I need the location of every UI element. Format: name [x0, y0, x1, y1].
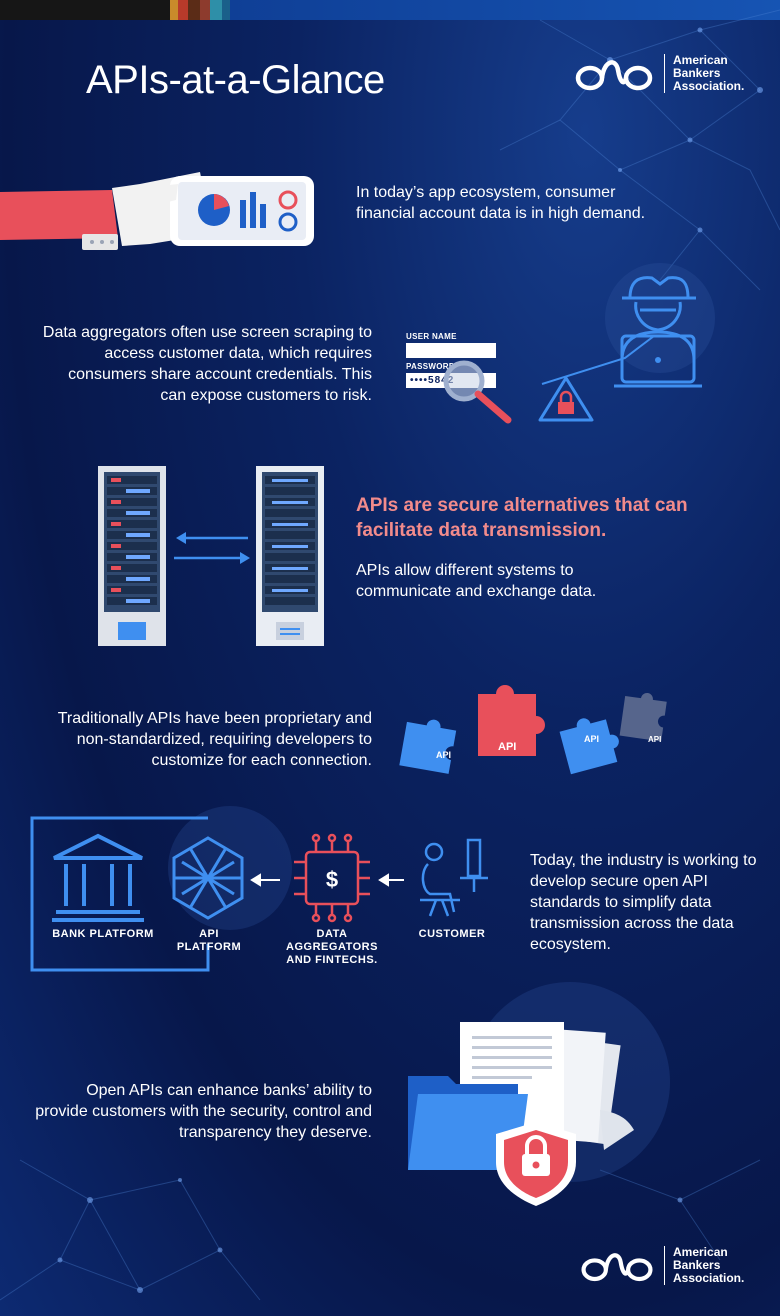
footer-aba-logo: American Bankers Association.: [578, 1246, 744, 1285]
logo-line: Bankers: [673, 1258, 721, 1272]
aggregators-label: DATA AGGREGATORS AND FINTECHS.: [286, 928, 378, 966]
logo-line: Bankers: [673, 66, 721, 80]
secure-text: APIs allow different systems to communic…: [356, 562, 597, 600]
proprietary-text: Traditionally APIs have been proprietary…: [57, 710, 372, 769]
color-segment: [222, 0, 230, 20]
password-label: PASSWORD: [406, 362, 455, 371]
color-segment: [188, 0, 200, 20]
arrow-icon: [250, 873, 404, 887]
flow-text: Today, the industry is working to develo…: [530, 852, 757, 953]
logo-wordmark: American Bankers Association.: [664, 1246, 744, 1285]
shield-lock-icon: [496, 1122, 576, 1206]
page-title: APIs-at-a-Glance: [86, 58, 385, 102]
secure-documents-icon: [408, 1022, 634, 1206]
puzzle-label: API: [498, 741, 516, 753]
logo-line: American: [673, 53, 728, 67]
logo-line: Association.: [673, 79, 745, 93]
logo-wordmark: American Bankers Association.: [664, 54, 744, 93]
api-platform-label: API PLATFORM: [176, 928, 242, 953]
bank-platform-label: BANK PLATFORM: [52, 928, 154, 940]
top-color-bar: [0, 0, 780, 20]
api-flow-diagram: $: [30, 816, 488, 972]
puzzle-label: API: [436, 750, 451, 760]
puzzle-label: API: [648, 735, 661, 744]
svg-text:$: $: [326, 867, 338, 892]
dollar-chip-icon: [294, 833, 370, 923]
color-segment: [178, 0, 188, 20]
color-segment: [170, 0, 178, 20]
logo-line: Association.: [673, 1271, 745, 1285]
color-segment: [0, 0, 170, 20]
server-rack-icon: [98, 466, 324, 646]
hand-holding-phone-icon: [0, 172, 314, 250]
username-field: [406, 343, 496, 358]
puzzle-pieces-icon: API API API API: [399, 685, 667, 775]
open-text: Open APIs can enhance banks’ ability to …: [35, 1082, 372, 1141]
aba-logo-icon: [581, 1252, 653, 1281]
color-segment: [200, 0, 210, 20]
customer-icon: [420, 838, 488, 917]
demand-text: In today’s app ecosystem, consumer finan…: [356, 184, 646, 222]
puzzle-label: API: [584, 734, 599, 744]
bank-icon: [52, 833, 144, 922]
secure-headline: APIs are secure alternatives that can fa…: [356, 495, 688, 541]
username-label: USER NAME: [406, 332, 457, 341]
color-segment: [210, 0, 222, 20]
hacker-connection-icon: [538, 276, 702, 422]
logo-line: American: [673, 1245, 728, 1259]
magnifier-icon: [443, 360, 512, 424]
api-platform-icon: [172, 836, 244, 920]
aba-logo: American Bankers Association.: [572, 54, 744, 93]
aba-logo-icon: [575, 59, 653, 90]
scraping-text: Data aggregators often use screen scrapi…: [42, 324, 372, 404]
customer-label: CUSTOMER: [418, 928, 486, 940]
color-segment: [230, 0, 780, 20]
